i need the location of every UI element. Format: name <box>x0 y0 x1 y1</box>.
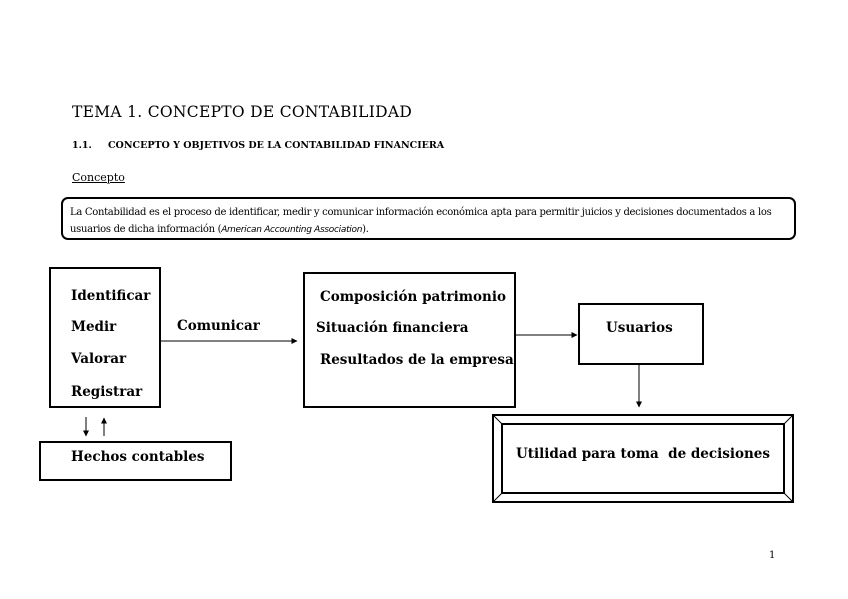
definition-source: American Accounting Association <box>221 225 363 235</box>
action-item: Valorar <box>71 351 127 367</box>
definition-box: La Contabilidad es el proceso de identif… <box>61 197 796 240</box>
page-number: 1 <box>769 550 776 561</box>
action-item: Registrar <box>71 384 143 400</box>
output-item: Composición patrimonio <box>320 289 506 305</box>
output-item: Resultados de la empresa <box>320 352 514 368</box>
section-title: CONCEPTO Y OBJETIVOS DE LA CONTABILIDAD … <box>108 140 445 151</box>
utility-box-frame <box>492 414 794 503</box>
page-title: TEMA 1. CONCEPTO DE CONTABILIDAD <box>72 103 413 121</box>
events-box: Hechos contables <box>39 441 232 481</box>
output-item: Situación financiera <box>316 320 469 336</box>
outputs-box: Composición patrimonio Situación financi… <box>303 272 516 408</box>
section-number: 1.1. <box>72 140 92 151</box>
action-item: Medir <box>71 319 117 335</box>
users-box: Usuarios <box>578 303 704 365</box>
definition-text: La Contabilidad es el proceso de identif… <box>70 207 772 235</box>
events-label: Hechos contables <box>71 449 205 465</box>
communicate-label: Comunicar <box>177 318 260 334</box>
users-label: Usuarios <box>606 320 673 336</box>
concept-label: Concepto <box>72 171 125 184</box>
actions-box: Identificar Medir Valorar Registrar <box>49 267 161 408</box>
action-item: Identificar <box>71 288 151 304</box>
utility-label: Utilidad para toma de decisiones <box>516 446 770 462</box>
utility-box: Utilidad para toma de decisiones <box>492 414 794 503</box>
definition-closing: ). <box>362 224 369 235</box>
section-heading: 1.1. CONCEPTO Y OBJETIVOS DE LA CONTABILI… <box>72 140 444 151</box>
